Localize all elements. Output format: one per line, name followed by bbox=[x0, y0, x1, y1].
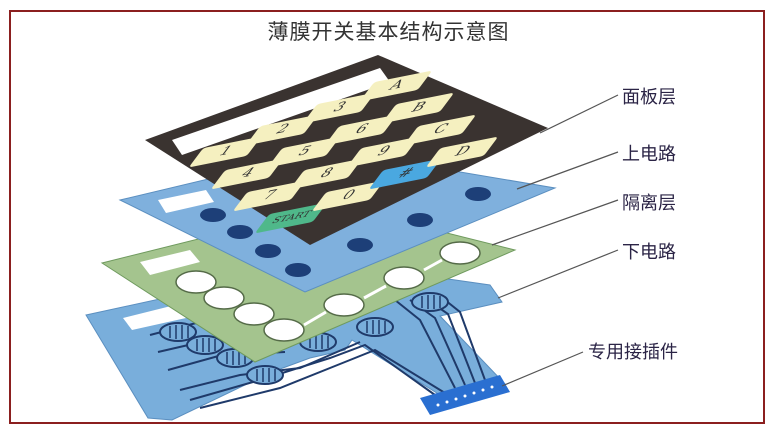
label-panel: 面板层 bbox=[622, 87, 676, 108]
label-connector: 专用接插件 bbox=[588, 342, 678, 363]
diagram-frame bbox=[9, 10, 765, 424]
label-lower-circuit: 下电路 bbox=[622, 242, 676, 263]
label-spacer: 隔离层 bbox=[622, 193, 676, 214]
label-upper-circuit: 上电路 bbox=[622, 144, 676, 165]
diagram-title: 薄膜开关基本结构示意图 bbox=[267, 20, 510, 44]
